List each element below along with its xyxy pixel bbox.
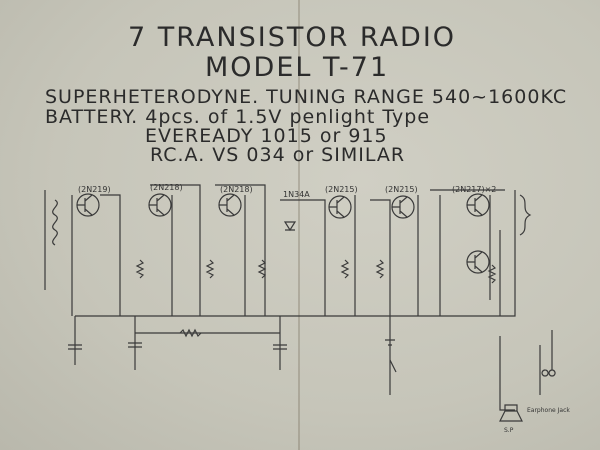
battery-spec: BATTERY. 4pcs. of 1.5V penlight Type	[45, 106, 431, 128]
capacitors	[68, 342, 287, 350]
label-t6: (2N217)×2	[452, 185, 496, 194]
tuning-range: SUPERHETERODYNE. TUNING RANGE 540~1600KC	[45, 86, 568, 108]
circuit-wires	[100, 184, 532, 316]
antenna-coil	[44, 190, 73, 316]
label-diode: 1N34A	[283, 190, 310, 199]
ground-bus	[75, 190, 516, 317]
speaker-label: S.P	[504, 427, 514, 434]
doc-title: 7 TRANSISTOR RADIO	[128, 22, 457, 53]
label-t4: (2N215)	[325, 185, 358, 194]
label-t1: (2N219)	[78, 185, 111, 194]
label-t3: (2N218)	[220, 185, 253, 194]
earphone-jack-label: Earphone Jack	[527, 407, 570, 414]
resistor	[179, 328, 202, 338]
transistors	[76, 193, 490, 274]
diode-symbol	[283, 221, 297, 232]
paper-fold	[298, 0, 300, 450]
battery-switch	[385, 339, 397, 373]
output-wiring	[499, 330, 556, 411]
battery-eveready: EVEREADY 1015 or 915	[145, 125, 388, 147]
drops	[74, 316, 391, 395]
label-t2: (2N218)	[150, 183, 183, 192]
model-number: MODEL T-71	[205, 52, 390, 83]
battery-rca: RC.A. VS 034 or SIMILAR	[150, 144, 406, 166]
label-t5: (2N215)	[385, 185, 418, 194]
resistors	[135, 259, 497, 284]
speaker-icon	[499, 404, 523, 422]
